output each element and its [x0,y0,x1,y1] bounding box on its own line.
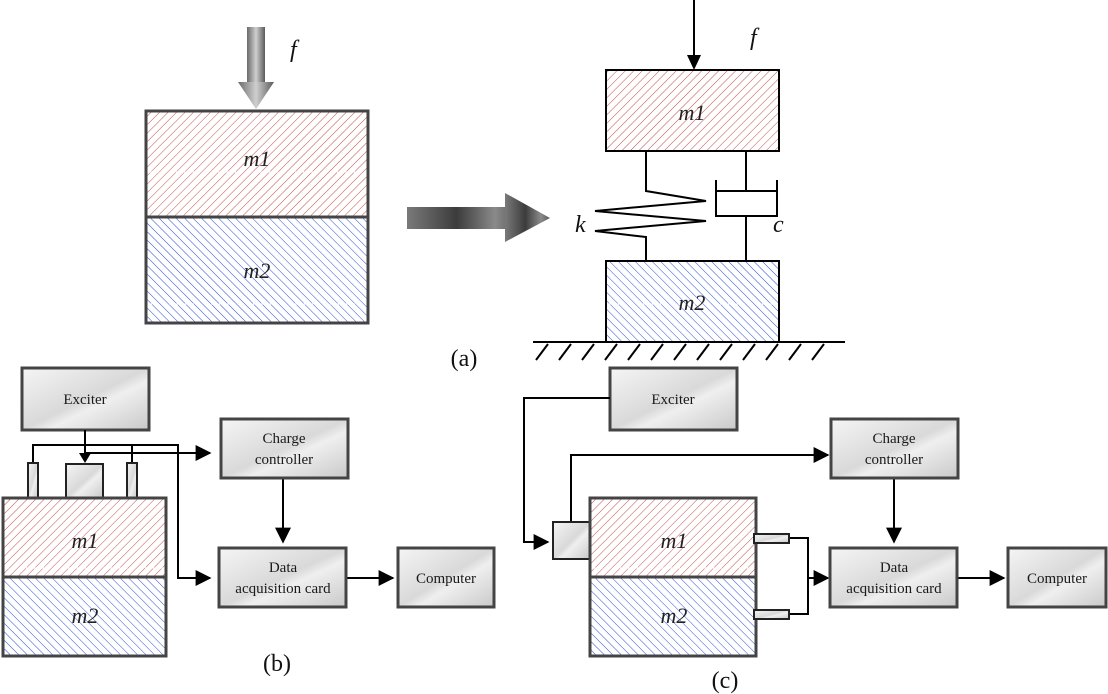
panel-a-right-model: f m1 k c m2 [533,0,845,361]
data-acquisition-block [217,546,348,609]
exciter-label: Exciter [651,392,694,408]
data-acquisition-label-line1: Data [880,560,909,576]
force-arrow-icon [687,55,701,70]
computer-label: Computer [416,571,476,587]
panel-c: Exciter m1 m2 Charge controller Data acq… [523,366,1108,658]
wiring [32,430,395,586]
data-acquisition-label-line1: Data [269,560,298,576]
upper-mass-label: m1 [72,528,99,553]
spring-label: k [575,212,586,238]
exciter-block [608,366,739,432]
lower-mass-label: m2 [244,258,271,283]
spring-icon [594,151,707,261]
data-acquisition-label-line2: acquisition card [235,581,331,597]
computer-block [1006,546,1108,609]
exciter-head [552,521,591,560]
panel-b-label: (b) [263,651,291,677]
transform-arrow-icon [407,193,550,242]
lower-mass-block [605,260,780,343]
data-acquisition-block [828,546,959,609]
ground-icon [533,341,845,361]
lower-mass-block [1,575,168,658]
charge-controller-block [219,417,350,480]
exciter-head [65,463,104,499]
exciter-label: Exciter [63,392,106,408]
sensor-right [126,462,138,499]
computer-block [396,546,496,609]
wiring [523,397,1006,615]
sensor-upper [753,533,790,544]
upper-mass-label: m1 [679,100,706,125]
lower-mass-label: m2 [661,603,688,628]
lower-mass-label: m2 [679,290,706,315]
force-label: f [290,37,300,63]
charge-controller-label-line2: controller [865,452,923,468]
force-label: f [750,25,760,51]
computer-label: Computer [1027,571,1087,587]
data-acquisition-label-line2: acquisition card [846,581,942,597]
damper-label: c [773,212,784,238]
exciter-arrow-icon [79,453,91,463]
sensor-lower [753,609,790,620]
upper-mass-block [144,109,370,219]
charge-controller-label-line1: Charge [872,431,915,447]
lower-mass-block [144,215,370,325]
lower-mass-block [588,575,758,658]
upper-mass-label: m1 [244,146,271,171]
lower-mass-label: m2 [72,603,99,628]
damper-icon [715,151,778,261]
charge-controller-label-line2: controller [255,452,313,468]
charge-controller-label-line1: Charge [262,431,305,447]
panel-b: Exciter m1 m2 Charge controller Data acq… [1,366,496,658]
upper-mass-block [588,496,758,579]
panel-c-label: (c) [712,668,739,694]
charge-controller-block [829,417,960,480]
upper-mass-label: m1 [661,528,688,553]
upper-mass-block [605,69,780,152]
upper-mass-block [1,496,168,579]
sensor-left [27,462,39,499]
gradient-force-arrow-icon [238,27,274,109]
panel-a-label: (a) [451,346,478,372]
panel-a-left-model: f m1 m2 [144,27,370,325]
